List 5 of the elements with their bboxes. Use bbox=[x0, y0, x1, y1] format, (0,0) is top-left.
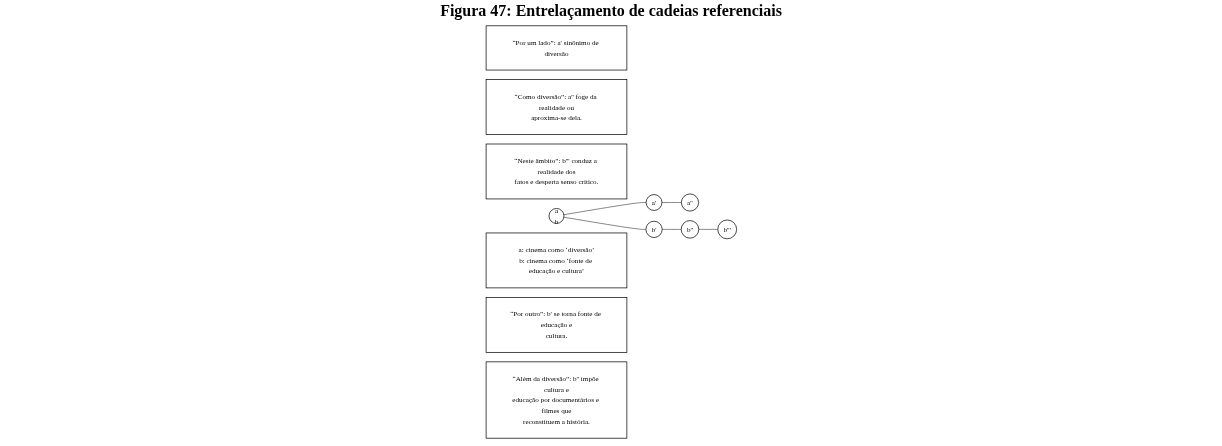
connector bbox=[563, 202, 646, 215]
figure-title: Figura 47: Entrelaçamento de cadeias referenciais bbox=[439, 2, 783, 20]
connector bbox=[661, 229, 682, 230]
connector bbox=[698, 229, 718, 230]
connector bbox=[661, 202, 682, 203]
